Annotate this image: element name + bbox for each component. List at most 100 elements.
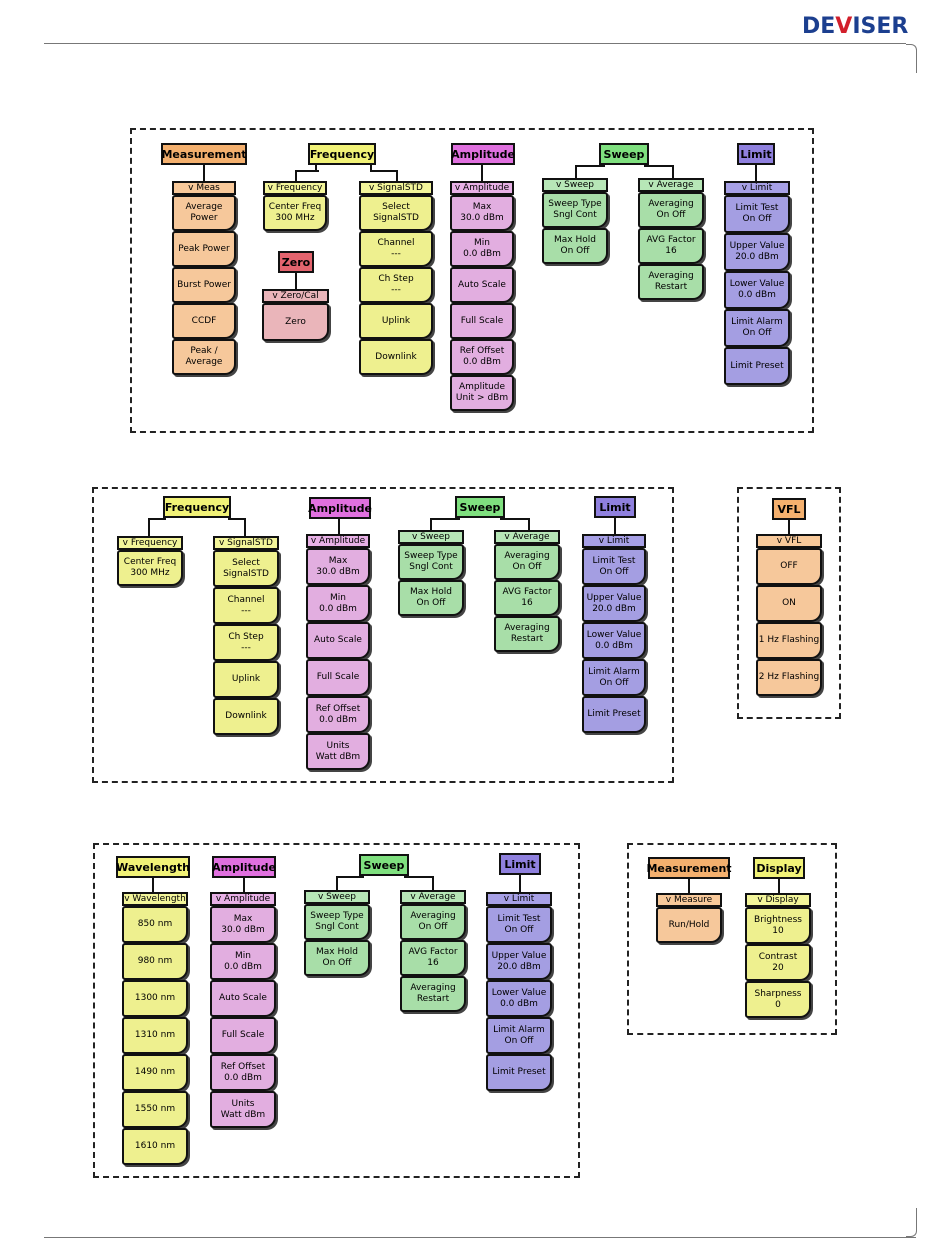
menu-item-upper-value-20-0-dbm[interactable]: Upper Value 20.0 dBm <box>486 943 552 980</box>
menu-item-uplink[interactable]: Uplink <box>359 303 433 339</box>
amplitude-submenu-label[interactable]: v Amplitude <box>306 534 370 548</box>
menu-item-upper-value-20-0-dbm[interactable]: Upper Value 20.0 dBm <box>582 585 646 622</box>
signalstd-submenu-label[interactable]: v SignalSTD <box>213 536 279 550</box>
amplitude-submenu-label[interactable]: v Amplitude <box>210 892 276 906</box>
average-submenu-label[interactable]: v Average <box>400 890 466 904</box>
wavelength-submenu-label[interactable]: v Wavelength <box>122 892 188 906</box>
display-submenu-label[interactable]: v Display <box>745 893 811 907</box>
menu-item-downlink[interactable]: Downlink <box>213 698 279 735</box>
menu-item-sweep-type-sngl-cont[interactable]: Sweep Type Sngl Cont <box>398 544 464 580</box>
menu-item-lower-value-0-0-dbm[interactable]: Lower Value 0.0 dBm <box>486 980 552 1017</box>
menu-item-select-signalstd[interactable]: Select SignalSTD <box>359 195 433 231</box>
menu-item-averaging-on-off[interactable]: Averaging On Off <box>494 544 560 580</box>
menu-item-full-scale[interactable]: Full Scale <box>306 659 370 696</box>
menu-item-ref-offset-0-0-dbm[interactable]: Ref Offset 0.0 dBm <box>210 1054 276 1091</box>
menu-item-1550-nm[interactable]: 1550 nm <box>122 1091 188 1128</box>
sweep-submenu-label[interactable]: v Sweep <box>542 178 608 192</box>
zero-cal-submenu-label[interactable]: v Zero/Cal <box>262 289 329 303</box>
menu-item-contrast-20[interactable]: Contrast 20 <box>745 944 811 981</box>
menu-item-min-0-0-dbm[interactable]: Min 0.0 dBm <box>450 231 514 267</box>
menu-item-center-freq[interactable]: Center Freq 300 MHz <box>117 550 183 586</box>
menu-item-auto-scale[interactable]: Auto Scale <box>450 267 514 303</box>
menu-item-max-30-0-dbm[interactable]: Max 30.0 dBm <box>210 906 276 943</box>
meas-submenu-label[interactable]: v Meas <box>172 181 236 195</box>
menu-item-ref-offset-0-0-dbm[interactable]: Ref Offset 0.0 dBm <box>306 696 370 733</box>
menu-item-min-0-0-dbm[interactable]: Min 0.0 dBm <box>306 585 370 622</box>
menu-item-averaging-on-off[interactable]: Averaging On Off <box>400 904 466 940</box>
sweep-header[interactable]: Sweep <box>359 854 409 876</box>
menu-item-units-watt-dbm[interactable]: Units Watt dBm <box>210 1091 276 1128</box>
amplitude-header[interactable]: Amplitude <box>308 497 372 519</box>
menu-item-850-nm[interactable]: 850 nm <box>122 906 188 943</box>
menu-item-limit-preset[interactable]: Limit Preset <box>582 696 646 733</box>
menu-item-limit-test-on-off[interactable]: Limit Test On Off <box>486 906 552 943</box>
measurement-header[interactable]: Measurement <box>161 143 247 165</box>
menu-item-limit-test-on-off[interactable]: Limit Test On Off <box>582 548 646 585</box>
menu-item-avg-factor-16[interactable]: AVG Factor 16 <box>400 940 466 976</box>
menu-item-1300-nm[interactable]: 1300 nm <box>122 980 188 1017</box>
amplitude-header[interactable]: Amplitude <box>212 856 276 878</box>
menu-item-max-hold-on-off[interactable]: Max Hold On Off <box>304 940 370 976</box>
amplitude-submenu-label[interactable]: v Amplitude <box>450 181 514 195</box>
frequency-submenu-label[interactable]: v Frequency <box>263 181 327 195</box>
menu-item-run-hold[interactable]: Run/Hold <box>656 907 722 943</box>
menu-item-brightness-10[interactable]: Brightness 10 <box>745 907 811 944</box>
menu-item-max-30-0-dbm[interactable]: Max 30.0 dBm <box>450 195 514 231</box>
menu-item-limit-test-on-off[interactable]: Limit Test On Off <box>724 195 790 233</box>
frequency-header[interactable]: Frequency <box>163 496 231 518</box>
menu-item-auto-scale[interactable]: Auto Scale <box>306 622 370 659</box>
menu-item-burst-power[interactable]: Burst Power <box>172 267 236 303</box>
menu-item-select-signalstd[interactable]: Select SignalSTD <box>213 550 279 587</box>
amplitude-header[interactable]: Amplitude <box>451 143 515 165</box>
menu-item-channel[interactable]: Channel --- <box>359 231 433 267</box>
average-submenu-label[interactable]: v Average <box>638 178 704 192</box>
menu-item-downlink[interactable]: Downlink <box>359 339 433 375</box>
menu-item-1610-nm[interactable]: 1610 nm <box>122 1128 188 1165</box>
limit-header[interactable]: Limit <box>737 143 775 165</box>
menu-item-avg-factor-16[interactable]: AVG Factor 16 <box>494 580 560 616</box>
menu-item-980-nm[interactable]: 980 nm <box>122 943 188 980</box>
menu-item-max-hold-on-off[interactable]: Max Hold On Off <box>398 580 464 616</box>
sweep-submenu-label[interactable]: v Sweep <box>304 890 370 904</box>
menu-item-peak-average[interactable]: Peak / Average <box>172 339 236 375</box>
menu-item-on[interactable]: ON <box>756 585 822 622</box>
vfl-header[interactable]: VFL <box>772 498 806 520</box>
menu-item-sweep-type-sngl-cont[interactable]: Sweep Type Sngl Cont <box>304 904 370 940</box>
menu-item-averaging-on-off[interactable]: Averaging On Off <box>638 192 704 228</box>
menu-item-auto-scale[interactable]: Auto Scale <box>210 980 276 1017</box>
menu-item-zero[interactable]: Zero <box>262 303 329 341</box>
vfl-submenu-label[interactable]: v VFL <box>756 534 822 548</box>
sweep-header[interactable]: Sweep <box>455 496 505 518</box>
menu-item-full-scale[interactable]: Full Scale <box>210 1017 276 1054</box>
menu-item-average-power[interactable]: Average Power <box>172 195 236 231</box>
menu-item-max-30-0-dbm[interactable]: Max 30.0 dBm <box>306 548 370 585</box>
limit-header[interactable]: Limit <box>499 853 541 875</box>
display-header[interactable]: Display <box>753 857 805 879</box>
limit-header[interactable]: Limit <box>594 496 636 518</box>
menu-item-units-watt-dbm[interactable]: Units Watt dBm <box>306 733 370 770</box>
limit-submenu-label[interactable]: v Limit <box>724 181 790 195</box>
menu-item-full-scale[interactable]: Full Scale <box>450 303 514 339</box>
sweep-submenu-label[interactable]: v Sweep <box>398 530 464 544</box>
menu-item-lower-value-0-0-dbm[interactable]: Lower Value 0.0 dBm <box>724 271 790 309</box>
menu-item-limit-alarm-on-off[interactable]: Limit Alarm On Off <box>724 309 790 347</box>
menu-item-min-0-0-dbm[interactable]: Min 0.0 dBm <box>210 943 276 980</box>
frequency-submenu-label[interactable]: v Frequency <box>117 536 183 550</box>
menu-item-ccdf[interactable]: CCDF <box>172 303 236 339</box>
menu-item-averaging-restart[interactable]: Averaging Restart <box>638 264 704 300</box>
limit-submenu-label[interactable]: v Limit <box>582 534 646 548</box>
measure-submenu-label[interactable]: v Measure <box>656 893 722 907</box>
menu-item-max-hold-on-off[interactable]: Max Hold On Off <box>542 228 608 264</box>
menu-item-peak-power[interactable]: Peak Power <box>172 231 236 267</box>
menu-item-off[interactable]: OFF <box>756 548 822 585</box>
menu-item-1-hz-flashing[interactable]: 1 Hz Flashing <box>756 622 822 659</box>
menu-item-1490-nm[interactable]: 1490 nm <box>122 1054 188 1091</box>
menu-item-ch-step[interactable]: Ch Step --- <box>213 624 279 661</box>
menu-item-limit-preset[interactable]: Limit Preset <box>486 1054 552 1091</box>
menu-item-limit-alarm-on-off[interactable]: Limit Alarm On Off <box>486 1017 552 1054</box>
sweep-header[interactable]: Sweep <box>599 143 649 165</box>
menu-item-ref-offset-0-0-dbm[interactable]: Ref Offset 0.0 dBm <box>450 339 514 375</box>
menu-item-avg-factor-16[interactable]: AVG Factor 16 <box>638 228 704 264</box>
menu-item-center-freq[interactable]: Center Freq 300 MHz <box>263 195 327 231</box>
menu-item-1310-nm[interactable]: 1310 nm <box>122 1017 188 1054</box>
